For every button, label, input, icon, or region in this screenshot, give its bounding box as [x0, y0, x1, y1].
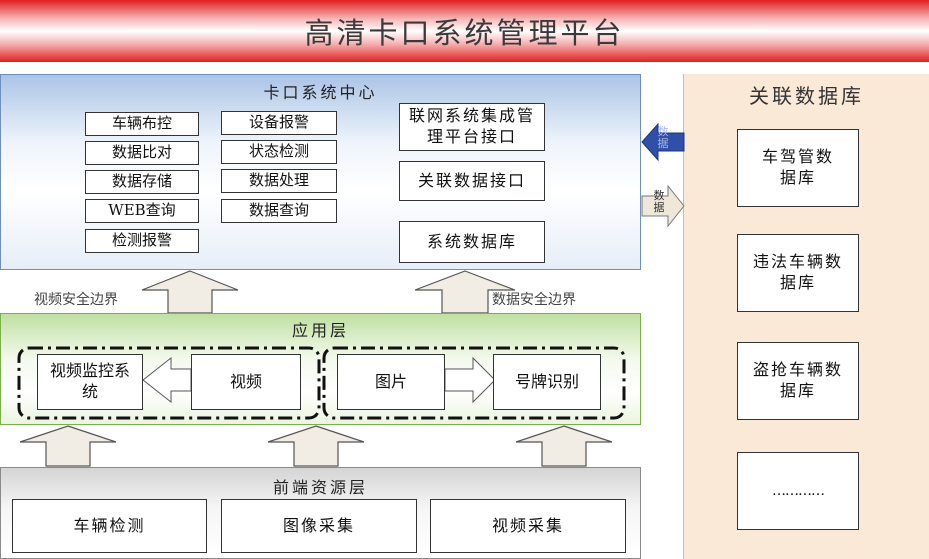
up-arrow-left [141, 270, 239, 314]
up-arrow-front-2 [267, 425, 365, 467]
video-monitor-box: 视频监控系统 [37, 354, 143, 410]
app-title: 应用层 [291, 321, 349, 340]
center-panel: 卡口系统中心 车辆布控 数据比对 数据存储 WEB查询 检测报警 设备报警 状态… [0, 74, 641, 270]
front-item: 图像采集 [221, 499, 417, 553]
db-item: 盗抢车辆数据库 [737, 342, 859, 420]
center-item: 车辆布控 [85, 112, 199, 136]
image-box: 图片 [337, 354, 445, 410]
app-flow-graphics [17, 346, 626, 420]
data-interface-box: 关联数据接口 [399, 161, 545, 201]
related-db-panel: 关联数据库 车驾管数据库 违法车辆数据库 盗抢车辆数据库 ………… [683, 74, 929, 559]
front-item: 视频采集 [430, 499, 626, 553]
arrow-video-to-monitor [142, 356, 192, 404]
front-item: 车辆检测 [12, 499, 207, 553]
arrow-image-to-plate [444, 356, 496, 404]
front-title: 前端资源层 [272, 478, 368, 497]
plate-recognition-box: 号牌识别 [493, 354, 601, 410]
center-item: 状态检测 [221, 140, 337, 164]
db-item: 违法车辆数据库 [737, 234, 859, 312]
front-resource-layer-panel: 前端资源层 车辆检测 图像采集 视频采集 [0, 467, 641, 559]
data-out-arrow [641, 184, 685, 228]
center-item: 数据存储 [85, 170, 199, 194]
up-arrow-front-1 [19, 425, 117, 467]
data-out-label: 数据 [653, 189, 665, 214]
up-arrow-front-3 [515, 425, 613, 467]
video-box: 视频 [191, 354, 301, 410]
system-database-box: 系统数据库 [399, 221, 545, 263]
db-item: 车驾管数据库 [737, 129, 859, 207]
platform-interface-box: 联网系统集成管理平台接口 [399, 103, 545, 151]
video-boundary-label: 视频安全边界 [34, 292, 118, 308]
page-title: 高清卡口系统管理平台 [0, 0, 929, 62]
data-in-label: 数据 [657, 125, 669, 150]
data-boundary-label: 数据安全边界 [492, 292, 576, 308]
db-item: ………… [737, 452, 859, 530]
center-title: 卡口系统中心 [263, 83, 378, 102]
db-title: 关联数据库 [749, 84, 864, 108]
dashed-group-left [17, 346, 321, 420]
dashed-group-right [322, 346, 626, 420]
center-item: 数据查询 [221, 199, 337, 223]
center-item: WEB查询 [85, 199, 199, 223]
center-item: 检测报警 [85, 229, 199, 253]
center-item: 数据处理 [221, 169, 337, 193]
center-item: 数据比对 [85, 141, 199, 165]
data-arrows [641, 122, 685, 228]
application-layer-panel: 应用层 视频监控系统 视频 图片 号牌识别 [0, 313, 641, 425]
data-in-arrow [641, 122, 685, 162]
center-item: 设备报警 [221, 111, 337, 135]
